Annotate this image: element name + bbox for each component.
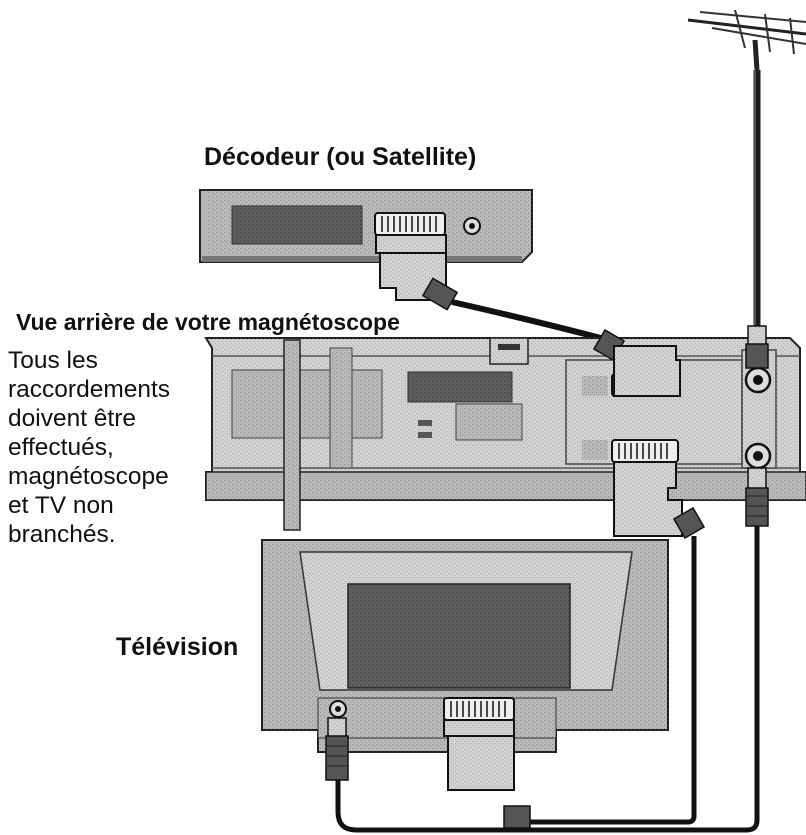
note-line: branchés. bbox=[8, 521, 116, 548]
note-line: raccordements bbox=[8, 376, 171, 403]
decoder-scart-socket bbox=[374, 212, 446, 236]
connection-note: Tous les raccordements doivent être effe… bbox=[8, 346, 203, 549]
antenna bbox=[687, 9, 806, 71]
vcr-tv-scart-cable bbox=[530, 536, 697, 825]
vcr-tv-rf-cable bbox=[335, 526, 760, 833]
note-line: effectués, bbox=[8, 434, 114, 461]
note-line: doivent être bbox=[8, 405, 137, 432]
vcr-rear-panel bbox=[204, 337, 806, 531]
television bbox=[261, 539, 669, 753]
vcr-scart-plug-top bbox=[592, 328, 681, 397]
decoder-scart-plug bbox=[375, 234, 459, 311]
note-line: magnétoscope bbox=[8, 463, 169, 490]
television-label: Télévision bbox=[116, 633, 239, 661]
vcr-rf-in-plug bbox=[745, 325, 769, 369]
antenna-cable bbox=[753, 70, 761, 330]
vcr-rear-view-label: Vue arrière de votre magnétoscope bbox=[16, 309, 400, 335]
vcr-scart-socket-av1 bbox=[611, 439, 679, 463]
vcr-scart-plug-bottom bbox=[613, 461, 706, 540]
note-line: Tous les bbox=[8, 347, 98, 374]
tv-scart-socket bbox=[443, 697, 515, 721]
decoder-label: Décodeur (ou Satellite) bbox=[204, 143, 477, 171]
tv-rf-plug bbox=[325, 717, 349, 781]
vcr-rf-out-plug bbox=[745, 467, 769, 527]
decoder-vcr-scart-cable bbox=[451, 299, 609, 343]
decoder-box bbox=[199, 189, 533, 263]
note-line: et TV non bbox=[8, 492, 114, 519]
